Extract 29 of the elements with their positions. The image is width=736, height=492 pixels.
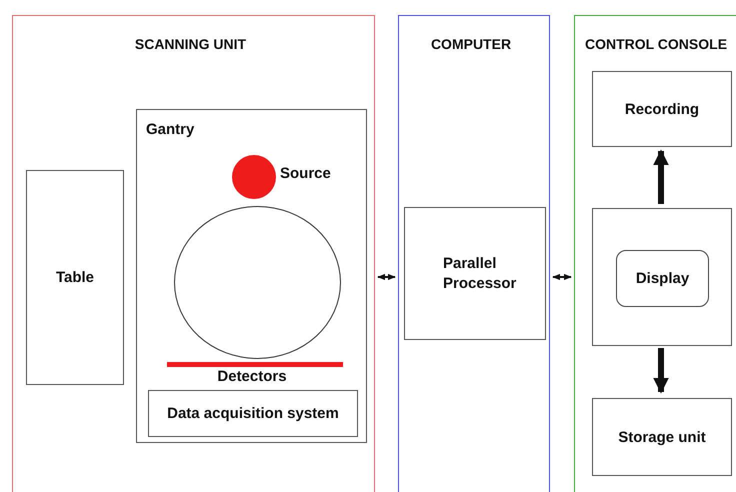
arrow <box>653 348 669 394</box>
gantry-box <box>136 109 367 443</box>
arrow <box>653 149 669 204</box>
panel <box>12 15 375 492</box>
section-heading: CONTROL CONSOLE <box>584 36 728 52</box>
panel <box>398 15 550 492</box>
process-box <box>26 170 124 385</box>
panel <box>574 15 736 492</box>
section-heading: SCANNING UNIT <box>134 36 248 52</box>
box-label: Display <box>634 269 690 289</box>
process-box <box>592 71 732 147</box>
process-box <box>592 398 732 476</box>
box-label: Table <box>54 268 96 288</box>
arrow <box>377 274 396 280</box>
console-box <box>592 208 732 346</box>
box-label: Storage unit <box>617 428 707 448</box>
arrow <box>552 274 572 280</box>
box-label: Gantry <box>146 121 194 138</box>
process-box <box>148 390 358 437</box>
display-box <box>616 250 709 307</box>
process-box <box>404 207 546 340</box>
box-label: Parallel Processor <box>443 254 518 294</box>
box-label: Data acquisition system <box>166 404 340 424</box>
source-dot <box>232 155 276 199</box>
box-label: Recording <box>624 100 700 120</box>
detector-bar <box>167 362 343 367</box>
part-label: Detectors <box>216 368 288 385</box>
part-label: Source <box>280 165 331 182</box>
section-heading: COMPUTER <box>430 36 512 52</box>
